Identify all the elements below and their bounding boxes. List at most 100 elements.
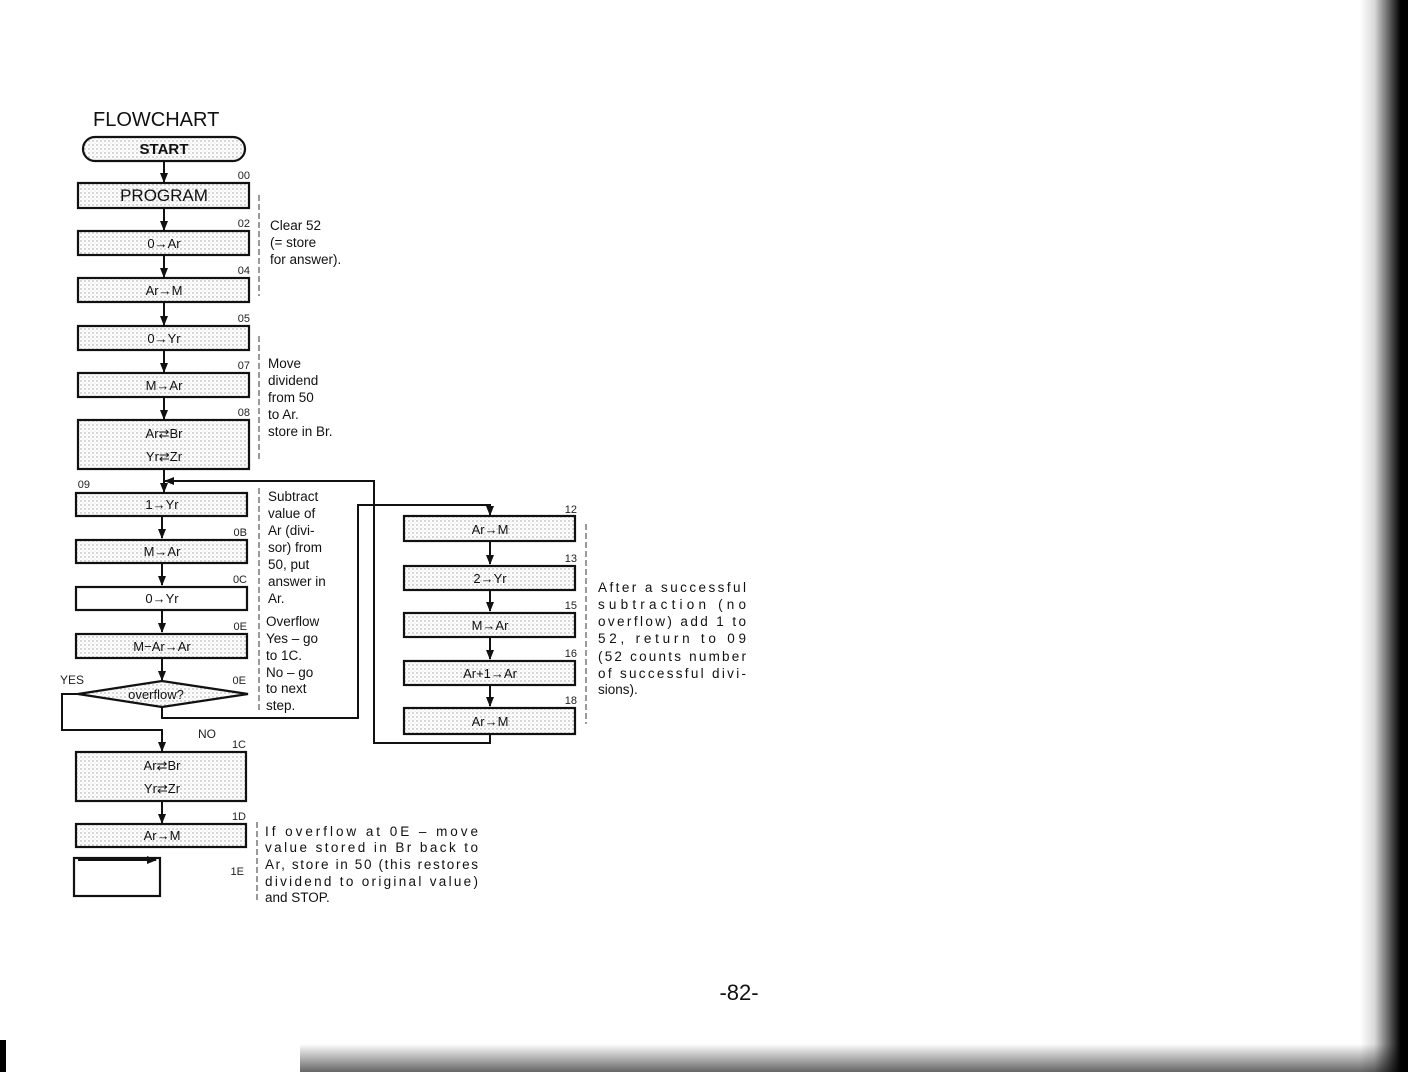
note-clear: Clear 52 (= store for answer). <box>270 218 341 267</box>
r-store-step-2: Ar→M 18 <box>402 695 577 736</box>
step-15: 15 <box>565 600 577 612</box>
r-recall-label: M→Ar <box>472 618 510 633</box>
note-line: Yes – go <box>266 631 318 646</box>
step-0B: 0B <box>234 527 247 539</box>
zero-yr-label-2: 0→Yr <box>145 591 179 606</box>
recall-ar-step-2: M→Ar 0B <box>74 527 249 565</box>
zero-yr-step-1: 0→Yr 05 <box>76 313 251 352</box>
note-line: sor) from <box>268 540 322 555</box>
note-restore: If overflow at 0E – move value stored in… <box>265 824 478 905</box>
exchange-step-1: Ar⇄Br Yr⇄Zr 08 <box>76 407 251 471</box>
stop-step: 1E <box>72 856 244 898</box>
exchange-line1-2: Ar⇄Br <box>144 758 182 773</box>
step-04: 04 <box>238 265 250 277</box>
note-move: Move dividend from 50 to Ar. store in Br… <box>268 356 333 439</box>
flowchart-heading: FLOWCHART <box>93 109 219 131</box>
step-1D: 1D <box>232 811 246 823</box>
note-line: to 1C. <box>266 648 302 663</box>
note-line: After a successful <box>598 580 746 595</box>
store-m-step: Ar→M 04 <box>76 265 251 304</box>
step-07: 07 <box>238 360 250 372</box>
one-yr-label: 1→Yr <box>145 497 179 512</box>
note-line: Clear 52 <box>270 218 321 233</box>
store-m-label-2: Ar→M <box>144 828 181 843</box>
subtract-label: M−Ar→Ar <box>133 639 191 654</box>
store-m-step-2: Ar→M 1D <box>74 811 248 849</box>
exchange-step-2: Ar⇄Br Yr⇄Zr 1C <box>74 739 248 803</box>
zero-yr-step-2: 0→Yr 0C <box>74 574 249 612</box>
note-line: Ar (divi- <box>268 523 315 538</box>
scan-edge-shadow <box>1360 0 1408 1072</box>
recall-ar-step-1: M→Ar 07 <box>76 360 251 399</box>
no-label: NO <box>198 727 216 741</box>
note-line: to next <box>266 681 307 696</box>
step-02: 02 <box>238 218 250 230</box>
step-09: 09 <box>78 479 90 491</box>
r-add-label: Ar+1→Ar <box>463 666 517 681</box>
r-recall-step: M→Ar 15 <box>402 600 577 639</box>
note-line: to Ar. <box>268 407 299 422</box>
note-line: Ar. <box>268 591 285 606</box>
note-line: Overflow <box>266 614 320 629</box>
subtract-step: M−Ar→Ar 0E <box>74 621 249 660</box>
exchange-line1-1: Ar⇄Br <box>146 426 184 441</box>
clear-ar-step: 0→Ar 02 <box>76 218 251 257</box>
scan-left-mark <box>0 1040 6 1072</box>
r-two-yr-step: 2→Yr 13 <box>402 553 577 592</box>
exchange-line2-1: Yr⇄Zr <box>146 449 183 464</box>
recall-ar-label-1: M→Ar <box>146 378 184 393</box>
note-line: If overflow at 0E – move <box>265 824 478 839</box>
step-13: 13 <box>565 553 577 565</box>
note-line: of successful divi- <box>598 666 746 681</box>
step-1E: 1E <box>231 866 244 878</box>
note-line: (52 counts number <box>598 649 747 664</box>
note-line: for answer). <box>270 252 341 267</box>
step-08: 08 <box>238 407 250 419</box>
scan-bottom-shadow <box>300 1044 1408 1072</box>
overflow-label: overflow? <box>128 687 184 702</box>
note-line: store in Br. <box>268 424 333 439</box>
r-add-step: Ar+1→Ar 16 <box>402 648 577 687</box>
overflow-decision: overflow? 0E <box>77 675 249 709</box>
note-line: overflow) add 1 to <box>598 614 746 629</box>
yes-label: YES <box>60 673 84 687</box>
zero-yr-label-1: 0→Yr <box>147 331 181 346</box>
note-line: 50, put <box>268 557 310 572</box>
note-line: subtraction (no <box>598 597 746 612</box>
note-line: (= store <box>270 235 316 250</box>
page-number: -82- <box>719 980 758 1005</box>
step-12: 12 <box>565 504 577 516</box>
note-line: 52, return to 09 <box>598 631 746 646</box>
note-line: sions). <box>598 682 638 697</box>
note-line: dividend <box>268 373 318 388</box>
r-two-yr-label: 2→Yr <box>473 571 507 586</box>
note-success: After a successful subtraction (no overf… <box>598 580 747 697</box>
note-line: Move <box>268 356 301 371</box>
note-overflow: Overflow Yes – go to 1C. No – go to next… <box>266 614 320 713</box>
step-00: 00 <box>238 170 250 182</box>
r-store-label: Ar→M <box>472 522 509 537</box>
note-line: Subtract <box>268 489 319 504</box>
step-0C: 0C <box>233 574 247 586</box>
step-18: 18 <box>565 695 577 707</box>
note-subtract: Subtract value of Ar (divi- sor) from 50… <box>268 489 326 606</box>
note-line: value of <box>268 506 316 521</box>
note-line: step. <box>266 698 295 713</box>
start-terminal: START <box>81 135 247 163</box>
r-store-label-2: Ar→M <box>472 714 509 729</box>
step-1C: 1C <box>232 739 246 751</box>
recall-ar-label-2: M→Ar <box>144 544 182 559</box>
note-line: from 50 <box>268 390 314 405</box>
note-line: and STOP. <box>265 890 330 905</box>
step-0F: 0E <box>233 675 246 687</box>
note-line: answer in <box>268 574 326 589</box>
exchange-line2-2: Yr⇄Zr <box>144 781 181 796</box>
step-16: 16 <box>565 648 577 660</box>
note-line: Ar, store in 50 (this restores <box>265 857 478 872</box>
step-0E: 0E <box>234 621 247 633</box>
one-yr-step: 1→Yr 09 <box>74 479 249 518</box>
clear-ar-label: 0→Ar <box>147 236 181 251</box>
program-label: PROGRAM <box>120 186 208 205</box>
